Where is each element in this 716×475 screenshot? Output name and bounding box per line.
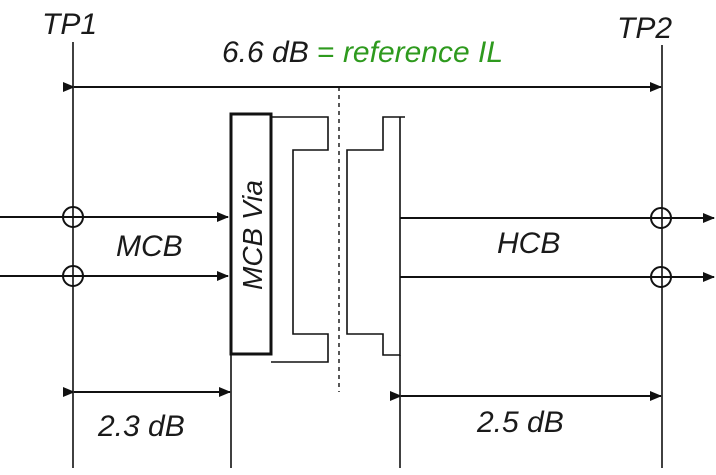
mcb-connector-outline <box>271 116 329 363</box>
mcb-via-label: MCB Via <box>237 180 268 290</box>
hcb-label: HCB <box>497 227 560 260</box>
tp2-label: TP2 <box>617 12 672 45</box>
hcb-loss-label: 2.5 dB <box>476 406 564 439</box>
tp1-probe-circle-upper <box>62 206 84 228</box>
total-loss-value: 6.6 dB <box>222 36 309 69</box>
hcb-connector-outline <box>346 116 405 356</box>
reference-il-title: 6.6 dB = reference IL <box>222 36 503 69</box>
tp2-probe-circle-upper <box>650 207 672 229</box>
tp1-probe-circle-lower <box>62 265 84 287</box>
mcb-label: MCB <box>116 230 183 263</box>
mcb-loss-label: 2.3 dB <box>97 410 185 443</box>
equals-sign: = <box>309 36 343 69</box>
reference-il-text: reference IL <box>343 36 503 69</box>
tp1-label: TP1 <box>42 8 97 41</box>
tp2-probe-circle-lower <box>650 266 672 288</box>
mcb-via-box <box>229 112 273 356</box>
